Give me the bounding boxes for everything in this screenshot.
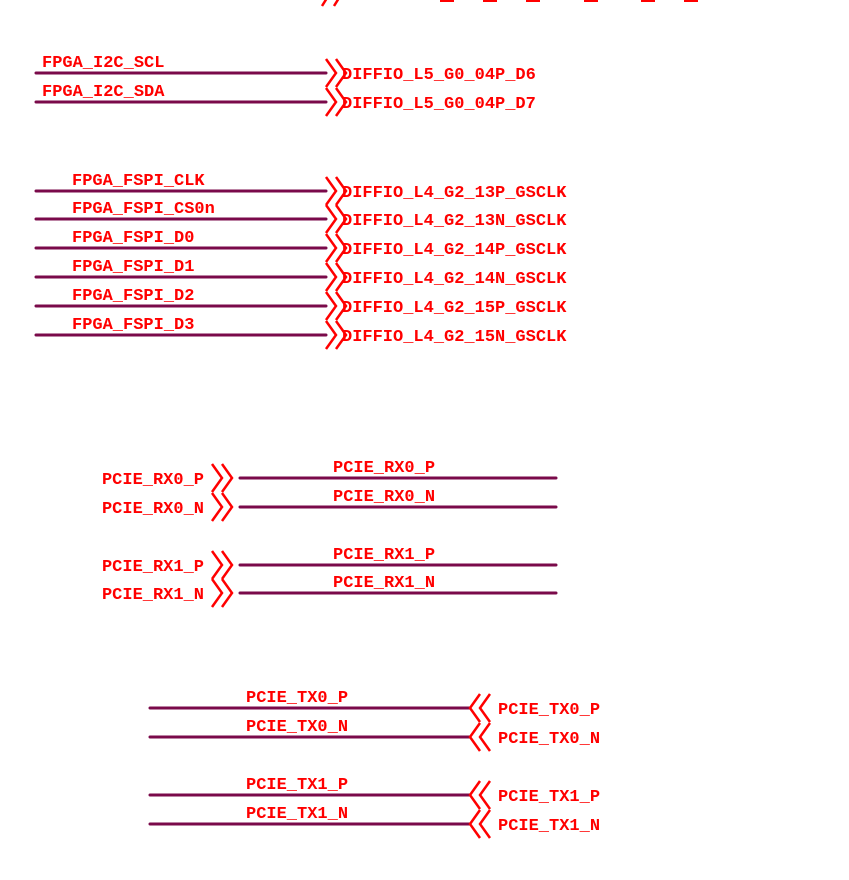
port-label-right: DIFFIO_L5_G0_04P_D7 (342, 95, 536, 114)
port-label-right: PCIE_TX0_P (498, 701, 600, 720)
net-row: FPGA_I2C_SCL DIFFIO_L5_G0_04P_D6 (34, 54, 536, 88)
net-label-left: FPGA_I2C_SDA (42, 83, 165, 102)
net-label-wire: PCIE_TX1_P (246, 776, 348, 795)
port-label-right: DIFFIO_L5_G0_04P_D6 (342, 66, 536, 85)
net-label-left: FPGA_FSPI_CLK (72, 172, 205, 191)
port-label-left: PCIE_RX1_P (102, 558, 204, 577)
offpage-connector-icon (468, 722, 492, 752)
offpage-connector-icon (210, 550, 234, 580)
net-label-left: FPGA_I2C_SCL (42, 54, 164, 73)
net-row: PCIE_RX0_P PCIE_RX0_P (102, 459, 558, 493)
net-row: PCIE_TX1_N PCIE_TX1_N (148, 805, 600, 839)
net-label-wire: PCIE_TX1_N (246, 805, 348, 824)
port-label-right: DIFFIO_L4_G2_13P_GSCLK (342, 184, 567, 203)
offpage-connector-icon (324, 204, 348, 234)
net-label-wire: PCIE_TX0_P (246, 689, 348, 708)
net-label-wire: PCIE_RX0_P (333, 459, 435, 478)
port-label-right: DIFFIO_L4_G2_15N_GSCLK (342, 328, 567, 347)
port-label-right: DIFFIO_L4_G2_13N_GSCLK (342, 212, 567, 231)
offpage-connector-icon (468, 780, 492, 810)
port-label-right: PCIE_TX0_N (498, 730, 600, 749)
offpage-connector-icon (324, 58, 348, 88)
port-label-right: DIFFIO_L4_G2_15P_GSCLK (342, 299, 567, 318)
pcie-rx-net-group: PCIE_RX0_PPCIE_RX0_PPCIE_RX0_NPCIE_RX0_N… (102, 459, 558, 608)
offpage-connector-icon (324, 233, 348, 263)
offpage-connector-icon (468, 809, 492, 839)
net-row: FPGA_FSPI_CLK DIFFIO_L4_G2_13P_GSCLK (34, 172, 567, 206)
net-label-left: FPGA_FSPI_D1 (72, 258, 194, 277)
net-label-wire: PCIE_TX0_N (246, 718, 348, 737)
net-row: PCIE_TX0_N PCIE_TX0_N (148, 718, 600, 752)
offpage-connector-icon (324, 262, 348, 292)
offpage-connector-icon (324, 87, 348, 117)
offpage-connector-icon (210, 492, 234, 522)
net-label-wire: PCIE_RX0_N (333, 488, 435, 507)
clipped-net-above (320, 0, 698, 7)
net-label-left: FPGA_FSPI_D2 (72, 287, 194, 306)
net-row: PCIE_RX1_N PCIE_RX1_N (102, 574, 558, 608)
port-label-left: PCIE_RX0_P (102, 471, 204, 490)
offpage-connector-icon (324, 176, 348, 206)
net-row: PCIE_TX0_P PCIE_TX0_P (148, 689, 600, 723)
net-row: PCIE_RX0_N PCIE_RX0_N (102, 488, 558, 522)
offpage-connector-icon (210, 463, 234, 493)
offpage-connector-icon (324, 320, 348, 350)
net-label-left: FPGA_FSPI_CS0n (72, 200, 215, 219)
net-label-left: FPGA_FSPI_D0 (72, 229, 194, 248)
net-row: PCIE_TX1_P PCIE_TX1_P (148, 776, 600, 810)
port-label-left: PCIE_RX1_N (102, 586, 204, 605)
offpage-connector-icon (210, 578, 234, 608)
pcie-tx-net-group: PCIE_TX0_PPCIE_TX0_PPCIE_TX0_NPCIE_TX0_N… (148, 689, 600, 839)
net-row: PCIE_RX1_P PCIE_RX1_P (102, 546, 558, 580)
port-label-right: DIFFIO_L4_G2_14N_GSCLK (342, 270, 567, 289)
offpage-connector-icon (468, 693, 492, 723)
port-label-right: PCIE_TX1_P (498, 788, 600, 807)
offpage-connector-icon (324, 291, 348, 321)
net-label-left: FPGA_FSPI_D3 (72, 316, 194, 335)
net-label-wire: PCIE_RX1_P (333, 546, 435, 565)
net-label-wire: PCIE_RX1_N (333, 574, 435, 593)
fspi-net-group: FPGA_FSPI_CLKDIFFIO_L4_G2_13P_GSCLKFPGA_… (34, 172, 567, 350)
i2c-net-group: FPGA_I2C_SCLDIFFIO_L5_G0_04P_D6FPGA_I2C_… (34, 54, 536, 117)
port-label-right: DIFFIO_L4_G2_14P_GSCLK (342, 241, 567, 260)
net-row: FPGA_I2C_SDA DIFFIO_L5_G0_04P_D7 (34, 83, 536, 117)
port-label-left: PCIE_RX0_N (102, 500, 204, 519)
port-label-right: PCIE_TX1_N (498, 817, 600, 836)
